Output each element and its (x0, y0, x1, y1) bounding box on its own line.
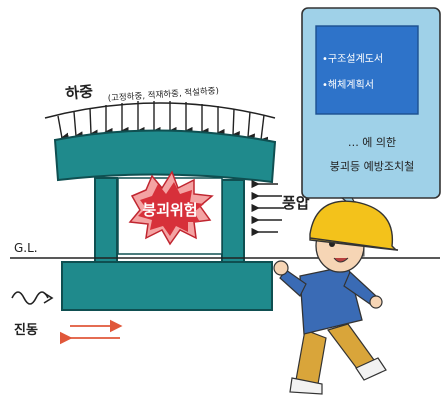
vibration-arrows (59, 319, 123, 345)
load-title: 하중 (65, 82, 95, 103)
sign-footer-line2: 붕괴등 예방조치철 (330, 160, 414, 173)
vibration-label: 진동 (14, 322, 38, 338)
wind-pressure-arrows (251, 179, 284, 237)
vibration-wave-icon (11, 291, 49, 305)
collapse-danger-burst (128, 170, 214, 246)
sign-item-structural-design: •구조설계도서 (322, 53, 383, 65)
document-sign-board (301, 7, 441, 257)
safety-helmet-icon (309, 200, 398, 251)
load-distribution-line (44, 102, 276, 119)
collapse-danger-label: 붕괴위험 (142, 201, 197, 219)
wind-pressure-label: 풍압 (282, 194, 310, 212)
load-arrows (57, 101, 269, 145)
ground-level-label: G.L. (14, 241, 38, 255)
worker-figure (273, 200, 399, 395)
sign-footer-line1: … 에 의한 (348, 136, 396, 149)
load-detail: (고정하중, 적재하중, 적설하중) (107, 85, 219, 104)
sign-item-demolition-plan: •해체계획서 (322, 78, 374, 91)
